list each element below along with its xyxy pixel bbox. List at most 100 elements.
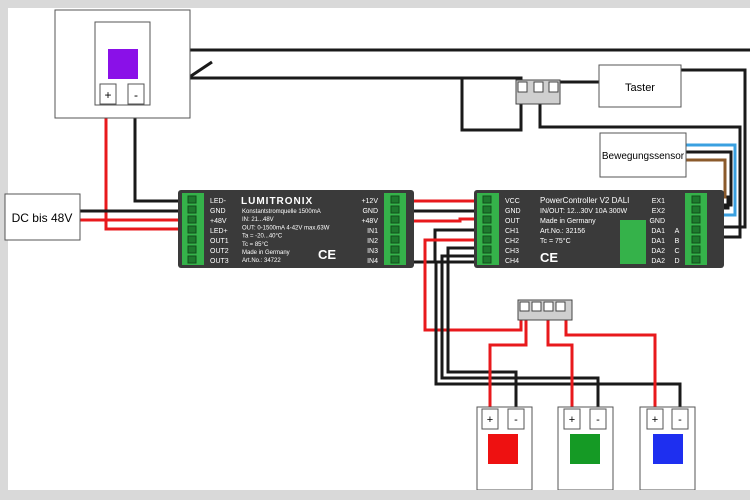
red-led-icon	[488, 434, 518, 464]
controller-right-pin-label: DA2	[651, 258, 665, 265]
driver-right-screw	[390, 215, 400, 224]
wire-ch3	[434, 260, 682, 410]
controller-left-pin-label: CH4	[505, 258, 519, 265]
driver-ce-mark: CE	[318, 247, 336, 262]
driver-left-pin-label: LED-	[210, 198, 227, 205]
purple-minus-label: -	[134, 88, 138, 102]
driver-left-screw	[187, 245, 197, 254]
purple-plus-label: +	[104, 88, 111, 102]
purple-led-icon	[108, 49, 138, 79]
driver-right-screw	[390, 205, 400, 214]
controller-left-screw	[482, 255, 492, 264]
controller-left-pin-label: CH2	[505, 238, 519, 245]
driver-right-screw	[390, 195, 400, 204]
wire-block-left	[460, 78, 523, 132]
driver-right-pin-label: IN3	[367, 248, 378, 255]
driver-right-screw	[390, 255, 400, 264]
controller-right-pin-label: DA1	[651, 238, 665, 245]
wire-red-led-plus	[104, 105, 196, 231]
led-red-minus-label: -	[514, 414, 518, 426]
green-led-icon	[570, 434, 600, 464]
led-blue-minus-label: -	[678, 414, 682, 426]
driver-right-screw	[390, 235, 400, 244]
controller-left-screw	[482, 235, 492, 244]
led-blue-plus-label: +	[652, 414, 658, 426]
driver-left-pin-label: OUT1	[210, 238, 229, 245]
driver-right-pin-label: +48V	[361, 218, 378, 225]
driver-left-screw	[187, 235, 197, 244]
controller-right-pin-label: EX1	[652, 198, 665, 205]
controller-text-line: Art.No.: 32156	[540, 228, 585, 235]
controller-left-screw	[482, 195, 492, 204]
driver-left-pin-label: +48V	[210, 218, 227, 225]
controller-left-screw	[482, 245, 492, 254]
driver-left-pin-label: OUT2	[210, 248, 229, 255]
wire-ch2	[440, 254, 600, 410]
junction-block-leds	[517, 299, 573, 321]
controller-right-pin-label: GND	[649, 218, 665, 225]
led-green-plus-label: +	[569, 414, 575, 426]
controller-right-pin-letter: A	[675, 228, 680, 235]
driver-left-screw	[187, 195, 197, 204]
controller-left-pin-label: GND	[505, 208, 521, 215]
wire-in-link	[404, 228, 480, 264]
wire-ch-red-up	[423, 238, 523, 332]
driver-brand: LUMITRONIX	[241, 196, 313, 207]
switch-lever	[187, 60, 213, 80]
driver-left-screw	[187, 205, 197, 214]
driver-left-pin-label: GND	[210, 208, 226, 215]
driver-left-screw	[187, 225, 197, 234]
led-red-module: + -	[476, 406, 533, 491]
controller-left-pin-label: CH3	[505, 248, 519, 255]
driver-right-pin-label: +12V	[361, 198, 378, 205]
controller-right-screw	[691, 225, 701, 234]
junction-block-top	[515, 79, 561, 105]
controller-right-pin-letter: C	[674, 248, 679, 255]
driver-text-line: IN: 21...48V	[242, 217, 274, 223]
controller-right-pin-label: DA2	[651, 248, 665, 255]
led-green-minus-label: -	[596, 414, 600, 426]
driver-text-line: Ta = -20...40°C	[242, 234, 283, 240]
controller-left-pin-label: VCC	[505, 198, 520, 205]
wire-48v-link	[404, 217, 480, 223]
controller-title: PowerController V2 DALI	[540, 196, 629, 205]
taster-box: Taster	[598, 64, 682, 108]
controller-body	[474, 190, 724, 268]
driver-right-pin-label: IN2	[367, 238, 378, 245]
purple-minus-terminal	[127, 83, 145, 105]
controller-right-screw	[691, 255, 701, 264]
controller-right-screw	[691, 245, 701, 254]
driver-text-line: Made in Germany	[242, 250, 290, 256]
driver-right-pin-label: GND	[362, 208, 378, 215]
bottom-border	[0, 490, 750, 500]
driver-right-pin-label: IN4	[367, 258, 378, 265]
controller-right-screw	[691, 235, 701, 244]
purple-plus-terminal	[99, 83, 117, 105]
led-blue-module: + -	[639, 406, 696, 491]
blue-led-icon	[653, 434, 683, 464]
taster-label: Taster	[625, 82, 655, 94]
driver-left-pin-label: OUT3	[210, 258, 229, 265]
wire-led2-plus	[546, 320, 574, 410]
controller-right-screw	[691, 215, 701, 224]
controller-right-pin-label: EX2	[652, 208, 665, 215]
controller-left-pin-label: OUT	[505, 218, 521, 225]
driver-text-line: Konstantstromquelle 1500mA	[242, 209, 321, 215]
controller-text-line: IN/OUT: 12...30V 10A 300W	[540, 208, 628, 215]
controller-right-screw	[691, 205, 701, 214]
driver-body	[178, 190, 414, 268]
driver-right-screw	[390, 245, 400, 254]
dc-source-label: DC bis 48V	[12, 211, 73, 225]
controller-left-screw	[482, 225, 492, 234]
wall-switch-box: + -	[54, 9, 191, 119]
controller-left-screw	[482, 205, 492, 214]
controller-right-screw	[691, 195, 701, 204]
driver-right-pin-label: IN1	[367, 228, 378, 235]
driver-left-pin-label: LED+	[210, 228, 228, 235]
